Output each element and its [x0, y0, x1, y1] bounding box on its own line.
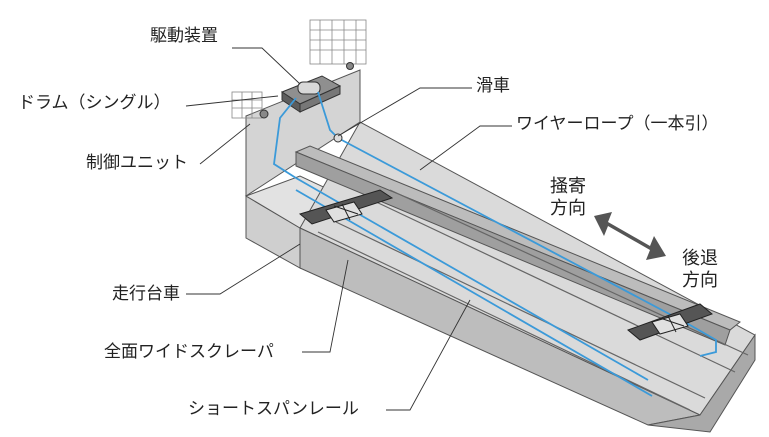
direction-arrow [594, 212, 666, 260]
label-wire-rope: ワイヤーロープ（一本引） [516, 114, 719, 134]
label-pulley: 滑車 [476, 76, 510, 96]
pulley-icon [333, 133, 343, 143]
control-unit-icon [259, 109, 269, 119]
label-drive-unit: 駆動装置 [150, 26, 218, 46]
running-cart-near [298, 189, 394, 225]
slab-end-face [647, 333, 756, 433]
backward-line-1: 後退 [682, 248, 718, 269]
drum-icon [297, 81, 321, 95]
label-running-cart: 走行台車 [112, 284, 180, 304]
rail-2 [335, 221, 706, 399]
label-backward-direction: 後退 方向 [678, 248, 722, 292]
rail-3 [371, 199, 736, 373]
rail-4 [389, 189, 749, 356]
label-drum: ドラム（シングル） [18, 93, 171, 113]
label-short-span-rail: ショートスパンレール [188, 399, 359, 419]
label-wide-scraper: 全面ワイドスクレーパ [104, 342, 274, 362]
railings [231, 19, 367, 119]
rail-1 [317, 231, 691, 411]
label-forward-direction: 掻寄 方向 [546, 176, 590, 220]
backward-line-2: 方向 [682, 270, 718, 291]
short-span-rails [317, 189, 749, 411]
label-control-unit: 制御ユニット [86, 153, 188, 173]
running-cart-far [627, 303, 713, 341]
double-arrow-icon [594, 212, 666, 260]
leader-lines [185, 47, 512, 411]
forward-line-2: 方向 [550, 198, 586, 219]
forward-line-1: 掻寄 [550, 176, 586, 197]
